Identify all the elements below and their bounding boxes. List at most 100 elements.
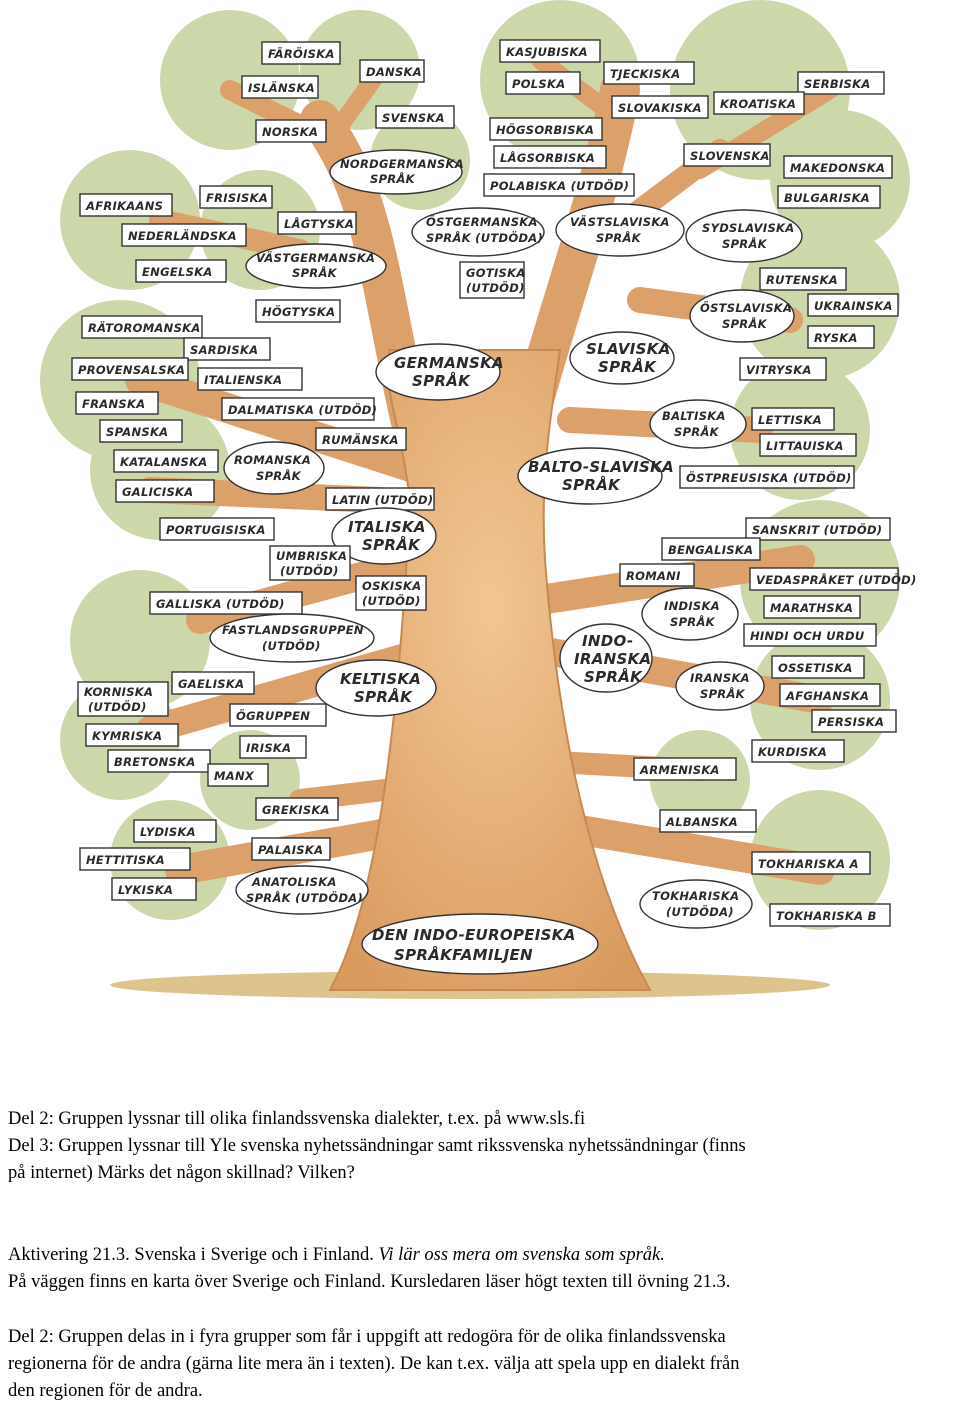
label-tokhariska-b: TOKHARISKA B: [776, 909, 877, 923]
paragraph-activation: Aktivering 21.3. Svenska i Sverige och i…: [8, 1242, 954, 1296]
label-korniska-1: KORNISKA: [84, 685, 153, 699]
label-anatoliska-2: SPRÅK (UTDÖDA): [246, 890, 363, 905]
label-iranska-1: IRANSKA: [690, 671, 750, 685]
label-polabiska: POLABISKA (UTDÖD): [490, 178, 629, 193]
label-indoiranska-3: SPRÅK: [584, 667, 643, 686]
label-fastlandsgruppen-1: FASTLANDSGRUPPEN: [222, 623, 364, 637]
label-kurdiska: KURDISKA: [758, 745, 827, 759]
label-baltiska-1: BALTISKA: [662, 409, 726, 423]
label-iranska-2: SPRÅK: [700, 686, 746, 701]
label-nordgermanska-1: NORDGERMANSKA: [340, 157, 464, 171]
label-ostgermanska-1: ÖSTGERMANSKA: [426, 214, 538, 229]
label-marathska: MARATHSKA: [770, 601, 853, 615]
label-slaviska-1: SLAVISKA: [586, 340, 671, 358]
text-line: på internet) Märks det någon skillnad? V…: [8, 1160, 954, 1187]
label-galliska: GALLISKA (UTDÖD): [156, 596, 285, 611]
label-slovenska: SLOVENSKA: [690, 149, 770, 163]
label-islandska: ISLÄNSKA: [248, 80, 315, 95]
label-root-1: DEN INDO-EUROPEISKA: [372, 926, 576, 944]
label-vitryska: VITRYSKA: [746, 363, 812, 377]
activation-heading: Aktivering 21.3. Svenska i Sverige och i…: [8, 1245, 378, 1265]
label-bengaliska: BENGALISKA: [668, 543, 753, 557]
label-sanskrit: SANSKRIT (UTDÖD): [752, 522, 882, 537]
label-litauiska: LITTAUISKA: [766, 439, 844, 453]
label-kymriska: KYMRISKA: [92, 729, 162, 743]
label-frisiska: FRISISKA: [206, 191, 268, 205]
label-provensalska: PROVENSALSKA: [78, 363, 185, 377]
label-hindi: HINDI OCH URDU: [750, 629, 865, 643]
label-oskiska-1: OSKISKA: [362, 579, 421, 593]
label-fastlandsgruppen-2: (UTDÖD): [262, 638, 321, 653]
label-serbiska: SERBISKA: [804, 77, 871, 91]
label-svenska: SVENSKA: [382, 111, 445, 125]
label-indoiranska-1: INDO-: [582, 632, 633, 650]
label-engelska: ENGELSKA: [142, 265, 213, 279]
label-hogtyska: HÖGTYSKA: [262, 304, 335, 319]
label-afghanska: AFGHANSKA: [785, 689, 869, 703]
label-korniska-2: (UTDÖD): [88, 699, 147, 714]
label-vastslaviska-1: VÄSTSLAVISKA: [570, 214, 670, 229]
label-tokhariska-2: (UTDÖDA): [666, 904, 734, 919]
label-keltiska-1: KELTISKA: [340, 670, 421, 688]
label-romanska-1: ROMANSKA: [234, 453, 311, 467]
label-indiska-1: INDISKA: [664, 599, 720, 613]
text-line: Del 2: Gruppen lyssnar till olika finlan…: [8, 1106, 954, 1133]
label-vastslaviska-2: SPRÅK: [596, 230, 642, 245]
label-iriska: IRISKA: [246, 741, 291, 755]
label-tokhariska-a: TOKHARISKA A: [758, 857, 859, 871]
text-line: På väggen finns en karta över Sverige oc…: [8, 1269, 954, 1296]
label-romanska-2: SPRÅK: [256, 468, 302, 483]
label-italiska-2: SPRÅK: [362, 535, 421, 554]
label-vedasprak: VEDASPRÅKET (UTDÖD): [756, 572, 917, 587]
label-grekiska: GREKISKA: [262, 803, 330, 817]
label-vastgermanska-1: VÄSTGERMANSKA: [256, 250, 375, 265]
label-romani: ROMANI: [626, 569, 681, 583]
label-slaviska-2: SPRÅK: [598, 357, 657, 376]
label-sydslaviska-1: SYDSLAVISKA: [702, 221, 794, 235]
label-ossetiska: OSSETISKA: [778, 661, 853, 675]
label-ukrainska: UKRAINSKA: [814, 299, 893, 313]
label-kroatiska: KROATISKA: [720, 97, 796, 111]
language-tree-illustration: FÄRÖISKA ISLÄNSKA DANSKA NORSKA SVENSKA …: [0, 0, 960, 1010]
label-gotiska-2: (UTDÖD): [466, 280, 525, 295]
label-ostgermanska-2: SPRÅK (UTDÖDA): [426, 230, 543, 245]
label-galiciska: GALICISKA: [122, 485, 193, 499]
paragraph-dialects: Del 2: Gruppen lyssnar till olika finlan…: [8, 1106, 954, 1187]
activation-subheading: Vi lär oss mera om svenska som språk.: [378, 1245, 664, 1265]
label-bulgariska: BULGARISKA: [784, 191, 870, 205]
label-tokhariska-1: TOKHARISKA: [652, 889, 739, 903]
label-sydslaviska-2: SPRÅK: [722, 236, 768, 251]
label-polska: POLSKA: [512, 77, 565, 91]
text-line: Aktivering 21.3. Svenska i Sverige och i…: [8, 1242, 954, 1269]
label-oskiska-2: (UTDÖD): [362, 593, 421, 608]
label-lagtyska: LÅGTYSKA: [284, 216, 354, 231]
label-norska: NORSKA: [262, 125, 318, 139]
label-tjeckiska: TJECKISKA: [610, 67, 680, 81]
label-katalanska: KATALANSKA: [120, 455, 208, 469]
text-line: den regionen för de andra.: [8, 1378, 954, 1405]
text-line: Del 3: Gruppen lyssnar till Yle svenska …: [8, 1133, 954, 1160]
label-hogsorbiska: HÖGSORBISKA: [496, 122, 594, 137]
label-lykiska: LYKISKA: [118, 883, 173, 897]
label-baltoslaviska-2: SPRÅK: [562, 475, 621, 494]
label-indoiranska-2: IRANSKA: [574, 650, 651, 668]
label-germanska-2: SPRÅK: [412, 371, 471, 390]
label-ostslaviska-1: ÖSTSLAVISKA: [700, 300, 792, 315]
label-persiska: PERSISKA: [818, 715, 884, 729]
label-baltoslaviska-1: BALTO-SLAVISKA: [528, 458, 674, 476]
label-albanska: ALBANSKA: [665, 815, 738, 829]
label-root-2: SPRÅKFAMILJEN: [394, 945, 533, 964]
label-gaeliska: GAELISKA: [178, 677, 244, 691]
label-ogruppen: ÖGRUPPEN: [236, 708, 310, 723]
label-palaiska: PALAISKA: [258, 843, 323, 857]
label-ostpreusiska: ÖSTPREUSISKA (UTDÖD): [686, 470, 852, 485]
label-vastgermanska-2: SPRÅK: [292, 265, 338, 280]
label-italiska-1: ITALISKA: [348, 518, 426, 536]
text-line: regionerna för de andra (gärna lite mera…: [8, 1351, 954, 1378]
label-rumanska: RUMÄNSKA: [322, 432, 399, 447]
label-faroiska: FÄRÖISKA: [268, 46, 335, 61]
label-portugisiska: PORTUGISISKA: [166, 523, 266, 537]
label-armeniska: ARMENISKA: [639, 763, 720, 777]
text-line: Del 2: Gruppen delas in i fyra grupper s…: [8, 1324, 954, 1351]
label-umbriska-1: UMBRISKA: [276, 549, 347, 563]
